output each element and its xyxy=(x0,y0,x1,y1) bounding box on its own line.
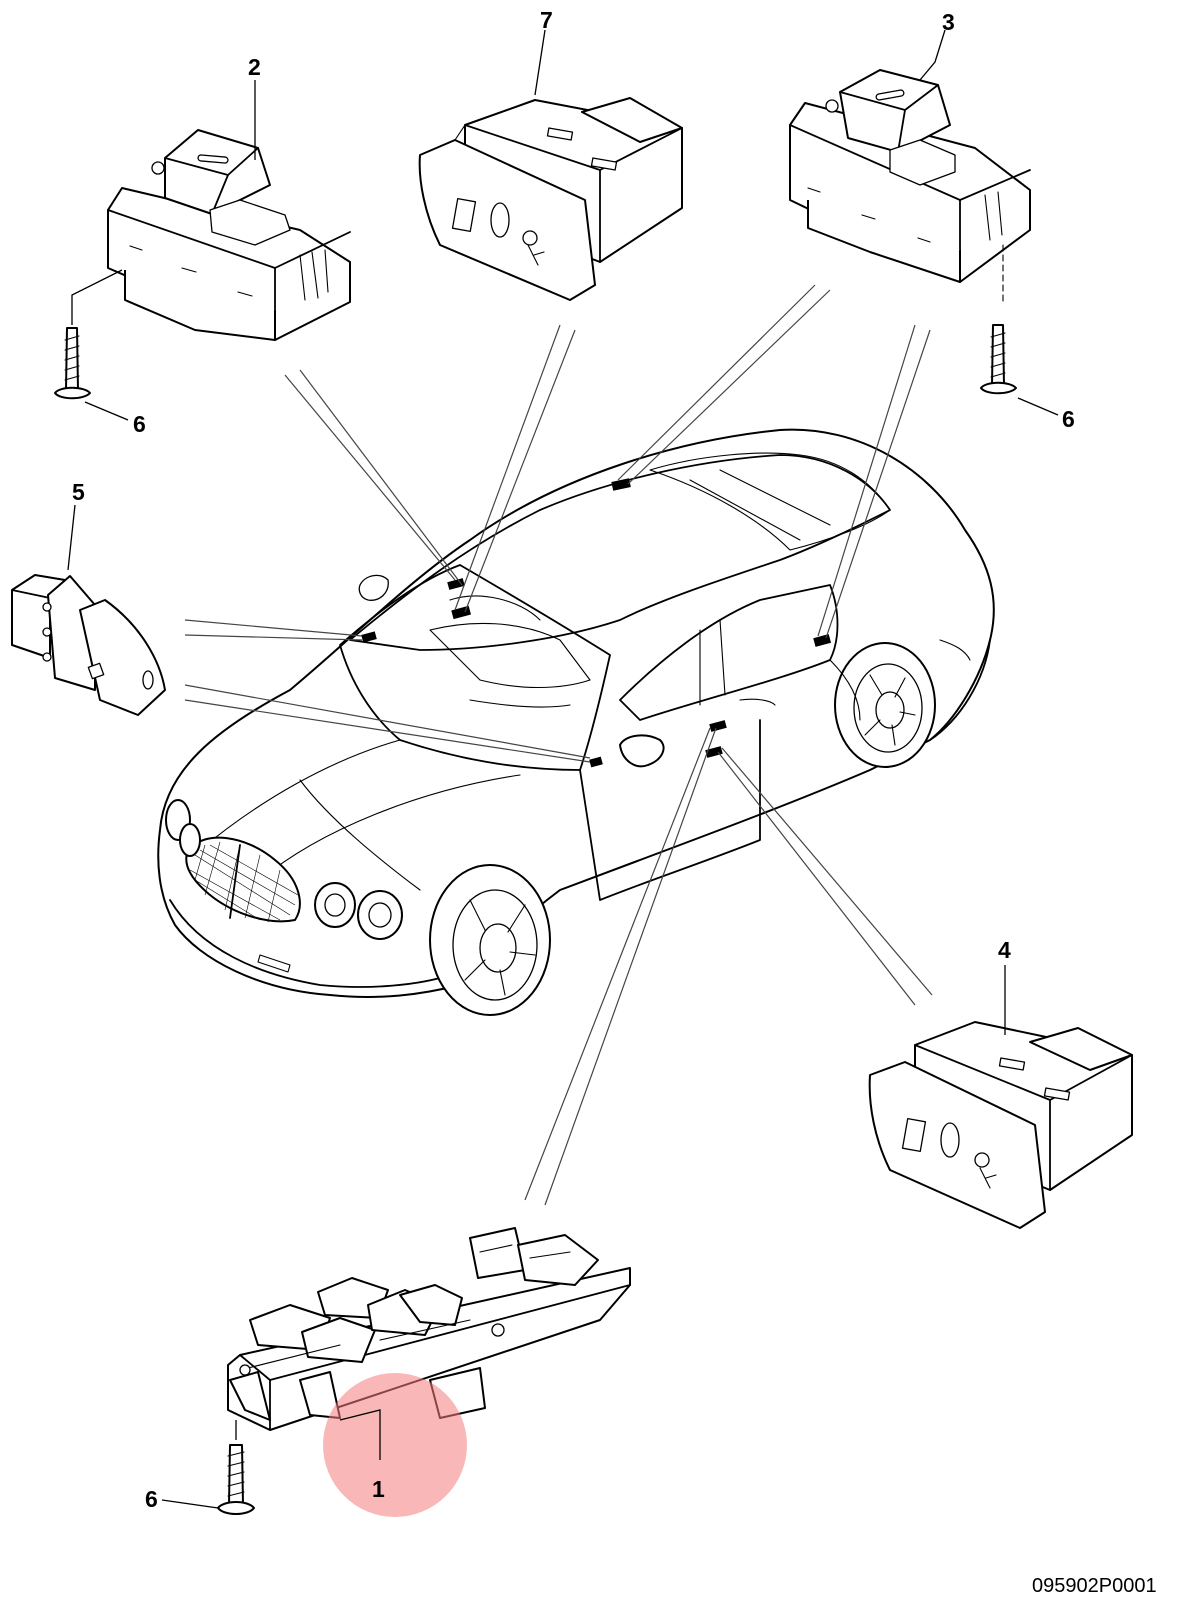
part-5-switch xyxy=(11,574,166,716)
callout-6b: 6 xyxy=(1062,406,1075,432)
part-4-switch xyxy=(868,1021,1133,1229)
location-marker xyxy=(705,746,723,758)
callout-4: 4 xyxy=(998,937,1011,963)
location-marker xyxy=(361,631,377,643)
screw-6-bottom xyxy=(217,1420,255,1515)
reference-code: 095902P0001 xyxy=(1032,1575,1157,1597)
location-marker xyxy=(709,720,727,732)
location-marker xyxy=(589,756,603,768)
part-3-switch xyxy=(789,69,1031,306)
callout-7: 7 xyxy=(540,7,553,33)
leader-line xyxy=(339,1409,381,1460)
location-markers xyxy=(361,478,832,768)
callout-6c: 6 xyxy=(145,1486,158,1512)
callout-2: 2 xyxy=(248,54,261,80)
part-7-switch xyxy=(418,97,683,301)
highlight-circle xyxy=(323,1373,467,1517)
location-rays xyxy=(184,284,933,1206)
callout-5: 5 xyxy=(72,479,85,505)
part-2-switch xyxy=(107,129,351,341)
screw-6-left-top xyxy=(54,269,123,400)
location-marker xyxy=(447,578,465,590)
callout-3: 3 xyxy=(942,9,955,35)
location-marker xyxy=(611,478,631,491)
callout-1: 1 xyxy=(372,1476,385,1502)
callout-6a: 6 xyxy=(133,411,146,437)
car-illustration xyxy=(157,428,995,1016)
screw-6-right xyxy=(980,324,1017,395)
callout-leaders xyxy=(67,29,1059,1509)
